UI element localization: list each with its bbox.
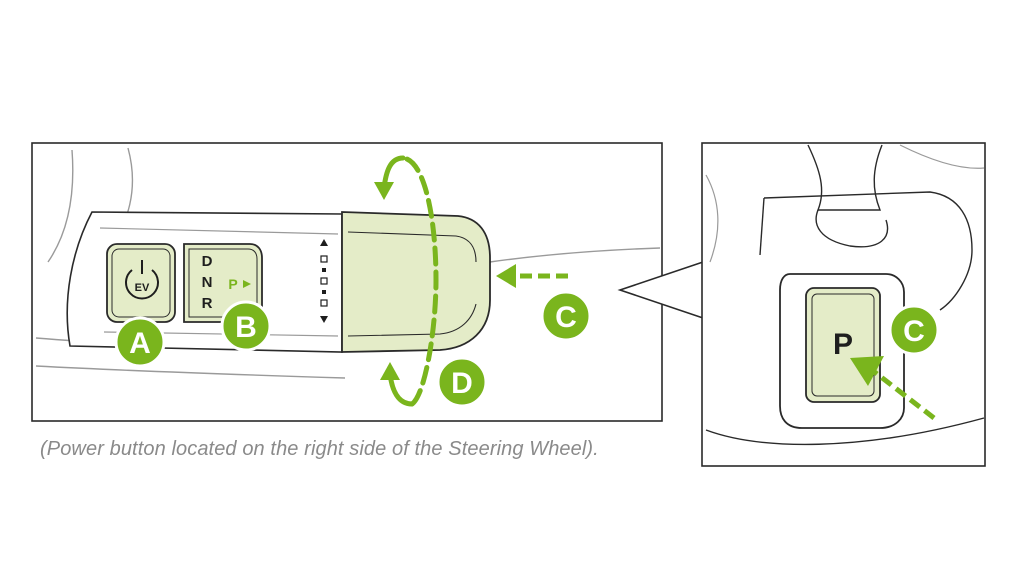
park-indicator: P bbox=[228, 276, 237, 292]
power-button-label: EV bbox=[135, 282, 150, 294]
callout-c-right: C bbox=[888, 304, 940, 356]
indicator-square-icon bbox=[320, 255, 328, 263]
callout-b: B bbox=[220, 300, 272, 352]
callout-d-label: D bbox=[451, 367, 473, 400]
indicator-square-icon bbox=[320, 299, 328, 307]
callout-c-left-label: C bbox=[555, 301, 577, 334]
rotation-arrow-head-icon bbox=[374, 182, 394, 200]
diagram-caption: (Power button located on the right side … bbox=[40, 438, 599, 460]
shift-position-reverse: R bbox=[202, 295, 213, 312]
power-button[interactable]: EV bbox=[106, 243, 176, 323]
shift-position-drive: D bbox=[202, 253, 213, 270]
press-arrow-head-icon bbox=[850, 356, 884, 386]
right-panel-contours bbox=[705, 144, 985, 446]
callout-d: D bbox=[436, 356, 488, 408]
up-triangle-icon bbox=[320, 239, 328, 246]
indicator-dot-icon bbox=[322, 268, 326, 272]
park-indicator-arrow-icon bbox=[243, 280, 251, 288]
push-arrow-head-icon bbox=[496, 264, 516, 288]
indicator-square-icon bbox=[320, 277, 328, 285]
right-panel: P C bbox=[701, 142, 986, 467]
callout-pointer bbox=[617, 261, 704, 319]
push-arrow bbox=[496, 264, 568, 288]
down-triangle-icon bbox=[320, 316, 328, 323]
rotation-indicator bbox=[320, 239, 328, 323]
rotation-arrow-head-icon bbox=[380, 362, 400, 380]
rotation-arrow bbox=[374, 155, 439, 407]
park-button-label: P bbox=[833, 328, 853, 361]
power-icon bbox=[125, 260, 159, 300]
park-button[interactable]: P bbox=[805, 287, 881, 403]
callout-b-label: B bbox=[235, 311, 257, 344]
indicator-dot-icon bbox=[322, 290, 326, 294]
callout-a: A bbox=[114, 316, 166, 368]
callout-c-left: C bbox=[540, 290, 592, 342]
callout-c-right-label: C bbox=[903, 315, 925, 348]
press-arrow bbox=[850, 356, 936, 420]
left-panel: EV D N R P bbox=[31, 142, 663, 422]
rotating-collar[interactable] bbox=[341, 211, 491, 353]
callout-a-label: A bbox=[129, 327, 151, 360]
shift-position-neutral: N bbox=[202, 274, 213, 291]
